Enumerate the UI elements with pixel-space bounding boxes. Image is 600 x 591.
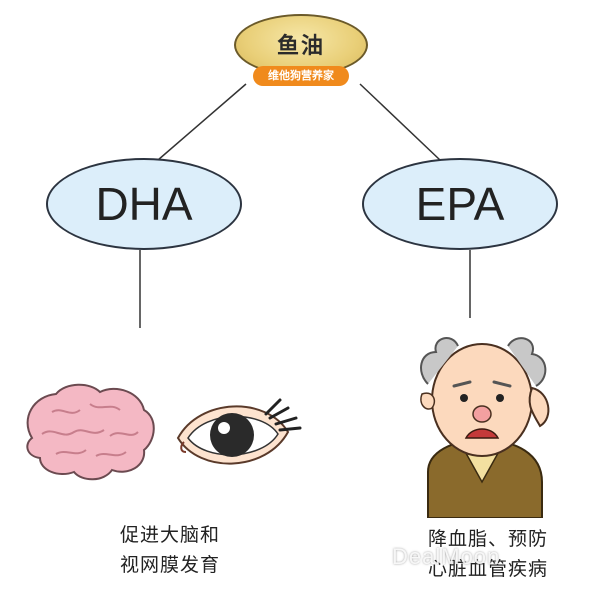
epa-node: EPA (362, 158, 558, 250)
epa-benefit-caption: 降血脂、预防 心脏血管疾病 (388, 524, 588, 584)
epa-caption-line1: 降血脂、预防 (427, 528, 548, 550)
old-man-illustration (420, 337, 550, 518)
connector-capsule-epa (359, 83, 441, 161)
dealmoon-watermark: DealMoon (392, 544, 501, 569)
dha-caption-line1: 促进大脑和 (119, 524, 220, 546)
dha-label: DHA (95, 178, 193, 230)
connector-capsule-dha (157, 83, 247, 161)
brand-badge: 维他狗营养家 (253, 66, 349, 86)
epa-caption-line2: 心脏血管疾病 (427, 558, 548, 580)
dha-node: DHA (46, 158, 242, 250)
fish-oil-capsule: 鱼油 (234, 14, 368, 76)
eye-illustration (176, 398, 302, 465)
brain-illustration (26, 383, 155, 481)
dha-caption-line2: 视网膜发育 (119, 554, 220, 576)
epa-label: EPA (415, 178, 505, 230)
capsule-title: 鱼油 (276, 34, 325, 59)
dha-benefit-caption: 促进大脑和 视网膜发育 (80, 520, 260, 580)
